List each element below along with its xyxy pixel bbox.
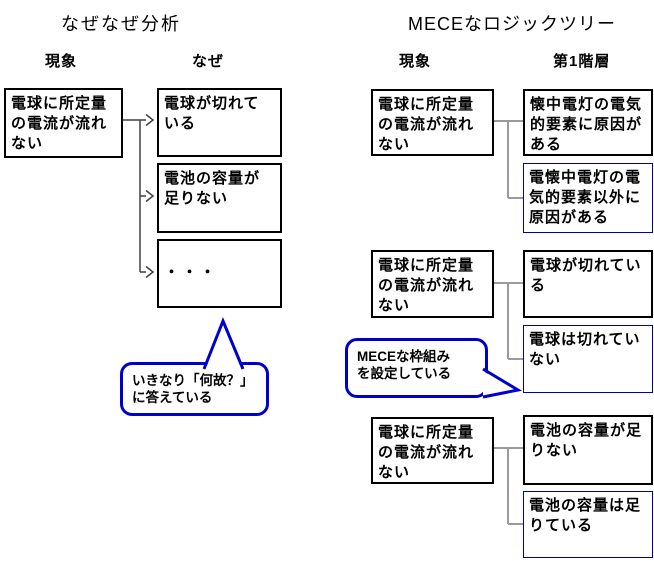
right-group2-branch-b-box: 電球は切れてい ない bbox=[523, 325, 653, 393]
right-header-phenomenon: 現象 bbox=[399, 53, 432, 70]
right-group1-branch-a-box: 懐中電灯の電気 的要素に原因が ある bbox=[523, 89, 653, 156]
left-phenomenon-box: 電球に所定量 の電流が流れ ない bbox=[4, 88, 123, 158]
left-why-box-ellipsis: ・・・ bbox=[157, 239, 282, 308]
left-why-box-1: 電球が切れて いる bbox=[157, 88, 282, 157]
left-panel-title: なぜなぜ分析 bbox=[61, 14, 181, 34]
right-group3-branch-a-box: 電池の容量が足 りない bbox=[523, 415, 653, 485]
right-callout-bubble: MECEな枠組み を設定している bbox=[345, 338, 488, 398]
left-callout-bubble: いきなり「何故？」 に答えている bbox=[120, 362, 269, 416]
left-header-phenomenon: 現象 bbox=[45, 53, 78, 70]
right-header-level1: 第1階層 bbox=[553, 53, 611, 70]
right-group2-branch-a-box: 電球が切れてい る bbox=[523, 250, 653, 318]
right-group2-phenomenon-box: 電球に所定量 の電流が流れ ない bbox=[371, 250, 494, 318]
right-group3-phenomenon-box: 電球に所定量 の電流が流れ ない bbox=[371, 417, 494, 484]
left-header-why: なぜ bbox=[192, 53, 225, 70]
left-why-box-2: 電池の容量が 足りない bbox=[157, 163, 282, 233]
right-group1-phenomenon-box: 電球に所定量 の電流が流れ ない bbox=[371, 89, 494, 156]
right-group1-branch-b-box: 電懐中電灯の電 気的要素以外に 原因がある bbox=[523, 163, 653, 233]
right-group3-branch-b-box: 電池の容量は足 りている bbox=[523, 491, 653, 558]
right-panel-title: MECEなロジックツリー bbox=[408, 14, 617, 34]
